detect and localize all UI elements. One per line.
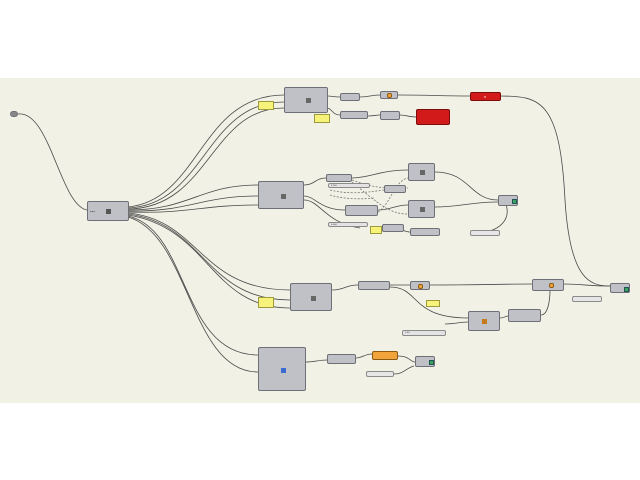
python-script-node[interactable] [468,311,500,331]
panel-c2[interactable] [426,300,440,307]
number-slider-c[interactable]: 1.00 [402,330,446,336]
boolean-toggle-c[interactable] [572,296,602,302]
preview-icon [512,199,517,204]
number-slider-b2[interactable]: 0.500 [328,222,368,227]
merge-node-c[interactable] [532,279,564,291]
expression-node-b2[interactable] [345,205,378,216]
panel-b[interactable] [370,226,382,234]
warning-indicator [387,93,392,98]
deconstruct-node-b1[interactable] [408,163,435,181]
deconstruct-node-a[interactable] [284,87,328,113]
preview-node-b[interactable] [498,195,518,206]
error-node-label: H [484,95,487,99]
cluster-icon [106,209,111,214]
deconstruct-icon [420,170,425,175]
cluster-node-d[interactable] [258,347,306,391]
preview-node-d[interactable] [415,356,435,367]
deconstruct-node-c[interactable] [508,309,541,322]
deconstruct-icon [306,98,311,103]
deconstruct-node-b2[interactable] [408,200,435,218]
param-node[interactable] [10,111,18,117]
number-slider-b1[interactable]: 0.750 [328,183,370,188]
cluster-node-b[interactable] [258,181,304,209]
warning-indicator [418,284,423,289]
expression-node-b3[interactable] [410,228,440,236]
expression-node-c[interactable] [358,281,390,290]
warning-indicator [549,283,554,288]
expression-node-a1[interactable] [340,93,360,101]
error-node-cluster[interactable] [416,109,450,125]
main-cluster-node[interactable]: Input [87,201,129,221]
multiply-node-b2[interactable] [382,224,404,232]
preview-icon [624,287,629,292]
preview-icon [429,360,434,365]
param-hand-icon [281,368,286,373]
boolean-toggle-d[interactable] [366,371,394,377]
cluster-icon [311,296,316,301]
multiply-node-b[interactable] [384,185,406,193]
panel-c[interactable] [258,297,274,308]
merge-node-a[interactable] [380,111,400,120]
cluster-node-c[interactable] [290,283,332,311]
expression-node-d[interactable] [327,354,356,364]
boolean-toggle-b[interactable] [470,230,500,236]
python-script-icon [482,319,487,324]
error-node-large[interactable]: H [470,92,501,101]
list-item-node-a[interactable] [380,91,398,99]
warning-node-d[interactable] [372,351,398,360]
deconstruct-icon [420,207,425,212]
grasshopper-canvas[interactable] [0,78,640,403]
list-item-node-c[interactable] [410,281,430,290]
panel-a2[interactable] [314,114,330,123]
expression-node-b1[interactable] [326,174,352,182]
panel-a1[interactable] [258,101,274,110]
expression-node-a2[interactable] [340,111,368,119]
preview-node-c[interactable] [610,283,630,293]
cluster-icon [281,194,286,199]
